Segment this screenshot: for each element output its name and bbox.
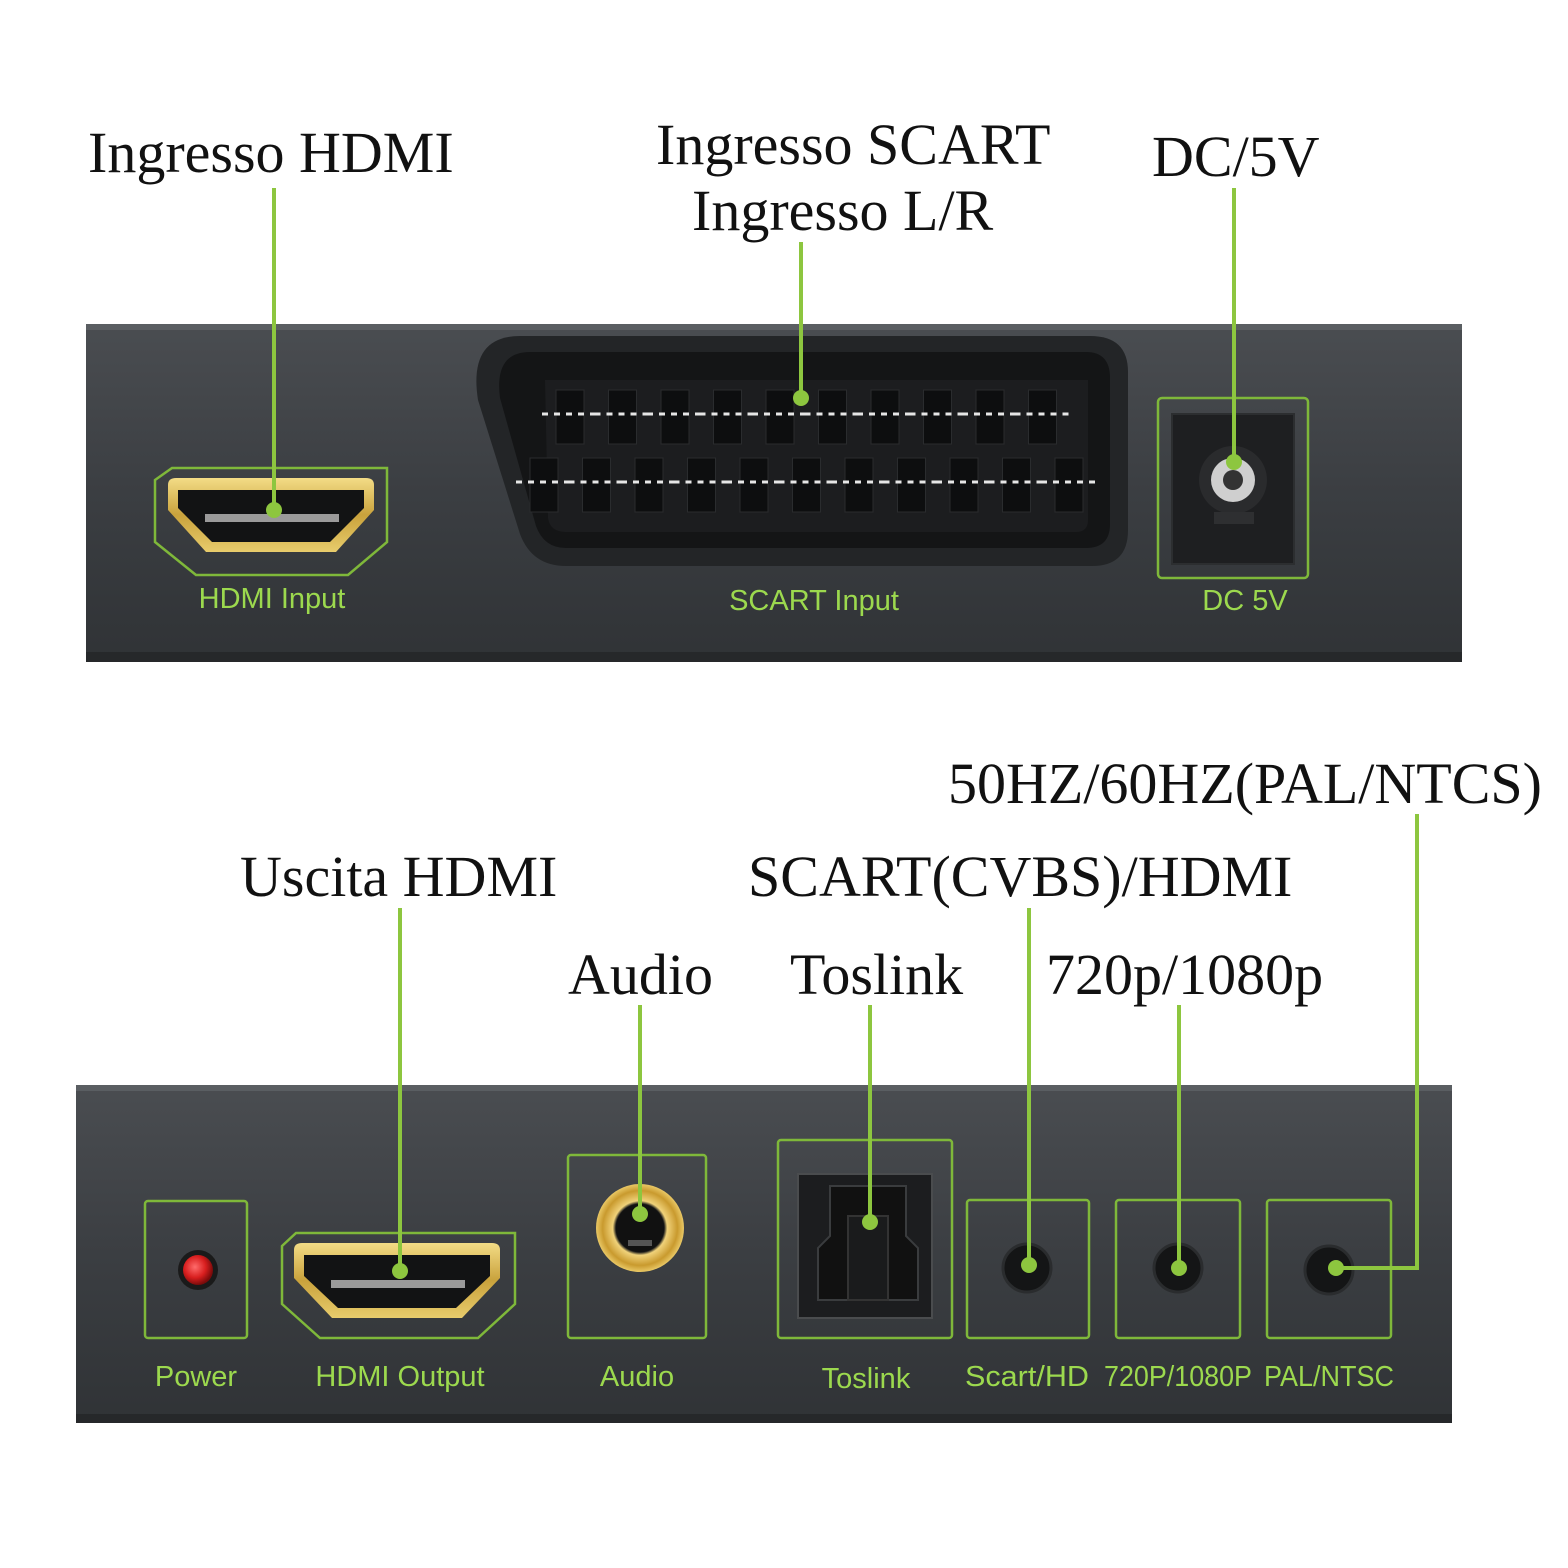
scart-pin (870, 389, 900, 445)
hdmi-output-port (280, 1231, 517, 1340)
scart-pin (1002, 457, 1031, 513)
toslink-port (776, 1138, 954, 1340)
scart-pin (529, 457, 559, 513)
leader-hz-switch (1336, 814, 1419, 1270)
label-pal-ntsc: PAL/NTSC (1264, 1361, 1394, 1393)
scart-pin (818, 389, 847, 445)
scart-pins (516, 389, 1097, 513)
scart-pin (1028, 389, 1057, 445)
label-scart-hd: Scart/HD (965, 1361, 1089, 1393)
label-audio: Audio (600, 1361, 674, 1393)
callout-scart-hdmi-switch: SCART(CVBS)/HDMI (748, 844, 1293, 909)
output-panel: Power HDMI Output Audio Toslink Scart/HD… (76, 1085, 1452, 1423)
scart-pin (660, 389, 690, 445)
scart-pin (949, 457, 979, 513)
leader-dot-hdmi-output (392, 1263, 408, 1279)
callout-hdmi-output: Uscita HDMI (240, 844, 558, 909)
scart-pin (1054, 457, 1084, 513)
callout-lr-input: Ingresso L/R (692, 178, 994, 243)
scart-pin (687, 457, 716, 513)
label-720p-1080p: 720P/1080P (1104, 1361, 1252, 1393)
scart-pin (739, 457, 769, 513)
scart-pin (844, 457, 874, 513)
scart-pin (634, 457, 664, 513)
scart-pin (975, 389, 1005, 445)
label-hdmi-output: HDMI Output (315, 1361, 484, 1393)
scart-pin (792, 457, 821, 513)
leader-dot-hdmi-input (266, 502, 282, 518)
callout-hdmi-input: Ingresso HDMI (88, 120, 454, 185)
scart-pin (608, 389, 637, 445)
scart-pin (923, 389, 952, 445)
leader-dot-dc (1226, 454, 1242, 470)
scart-pin (713, 389, 742, 445)
leader-dot-scart-input (793, 390, 809, 406)
callout-hz-switch: 50HZ/60HZ(PAL/NTCS) (948, 751, 1542, 816)
label-dc-5v: DC 5V (1202, 585, 1288, 617)
leader-dot-scart-hdmi-switch (1021, 1257, 1037, 1273)
label-toslink: Toslink (822, 1363, 911, 1395)
leader-dot-audio (632, 1206, 648, 1222)
leader-dot-hz-switch (1328, 1260, 1344, 1276)
leader-dot-toslink (862, 1214, 878, 1230)
leader-lines (266, 188, 1419, 1279)
callout-toslink: Toslink (790, 942, 964, 1007)
scart-pin (582, 457, 611, 513)
leader-dot-resolution-switch (1171, 1260, 1187, 1276)
scart-pin (897, 457, 926, 513)
scart-pin (765, 389, 795, 445)
label-hdmi-input: HDMI Input (199, 583, 346, 615)
audio-jack (566, 1153, 708, 1340)
label-power: Power (155, 1361, 238, 1393)
scart-pin (555, 389, 585, 445)
callout-scart-input: Ingresso SCART (656, 112, 1051, 177)
callout-audio: Audio (568, 942, 713, 1007)
callout-dc: DC/5V (1152, 124, 1320, 189)
power-led (143, 1199, 249, 1340)
input-panel: HDMI Input SCART Input DC 5V (86, 324, 1462, 662)
label-scart-input: SCART Input (729, 585, 899, 617)
callout-resolution-switch: 720p/1080p (1046, 942, 1324, 1007)
